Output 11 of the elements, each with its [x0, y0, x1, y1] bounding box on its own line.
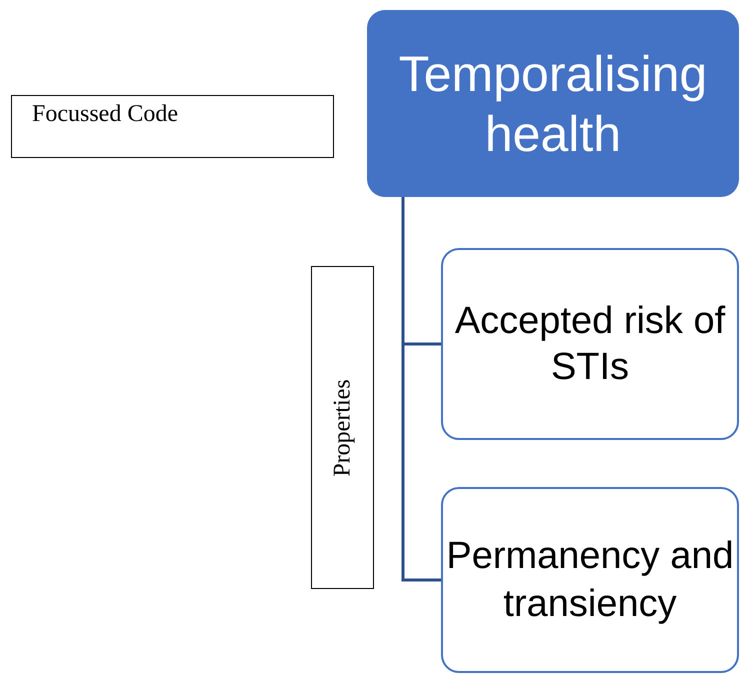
connector-line [402, 197, 441, 582]
property-box [441, 487, 739, 673]
label-box [11, 95, 334, 158]
node-text: Focussed Code [32, 100, 178, 129]
rotated-label: Properties [328, 378, 356, 476]
node-text: Accepted risk of STIs [454, 299, 726, 390]
node-text: Temporalising health [398, 44, 708, 164]
node-text: Permanency and transiency [445, 534, 735, 627]
property-box [441, 248, 739, 440]
label-box [311, 266, 374, 589]
heading-box [367, 10, 739, 197]
